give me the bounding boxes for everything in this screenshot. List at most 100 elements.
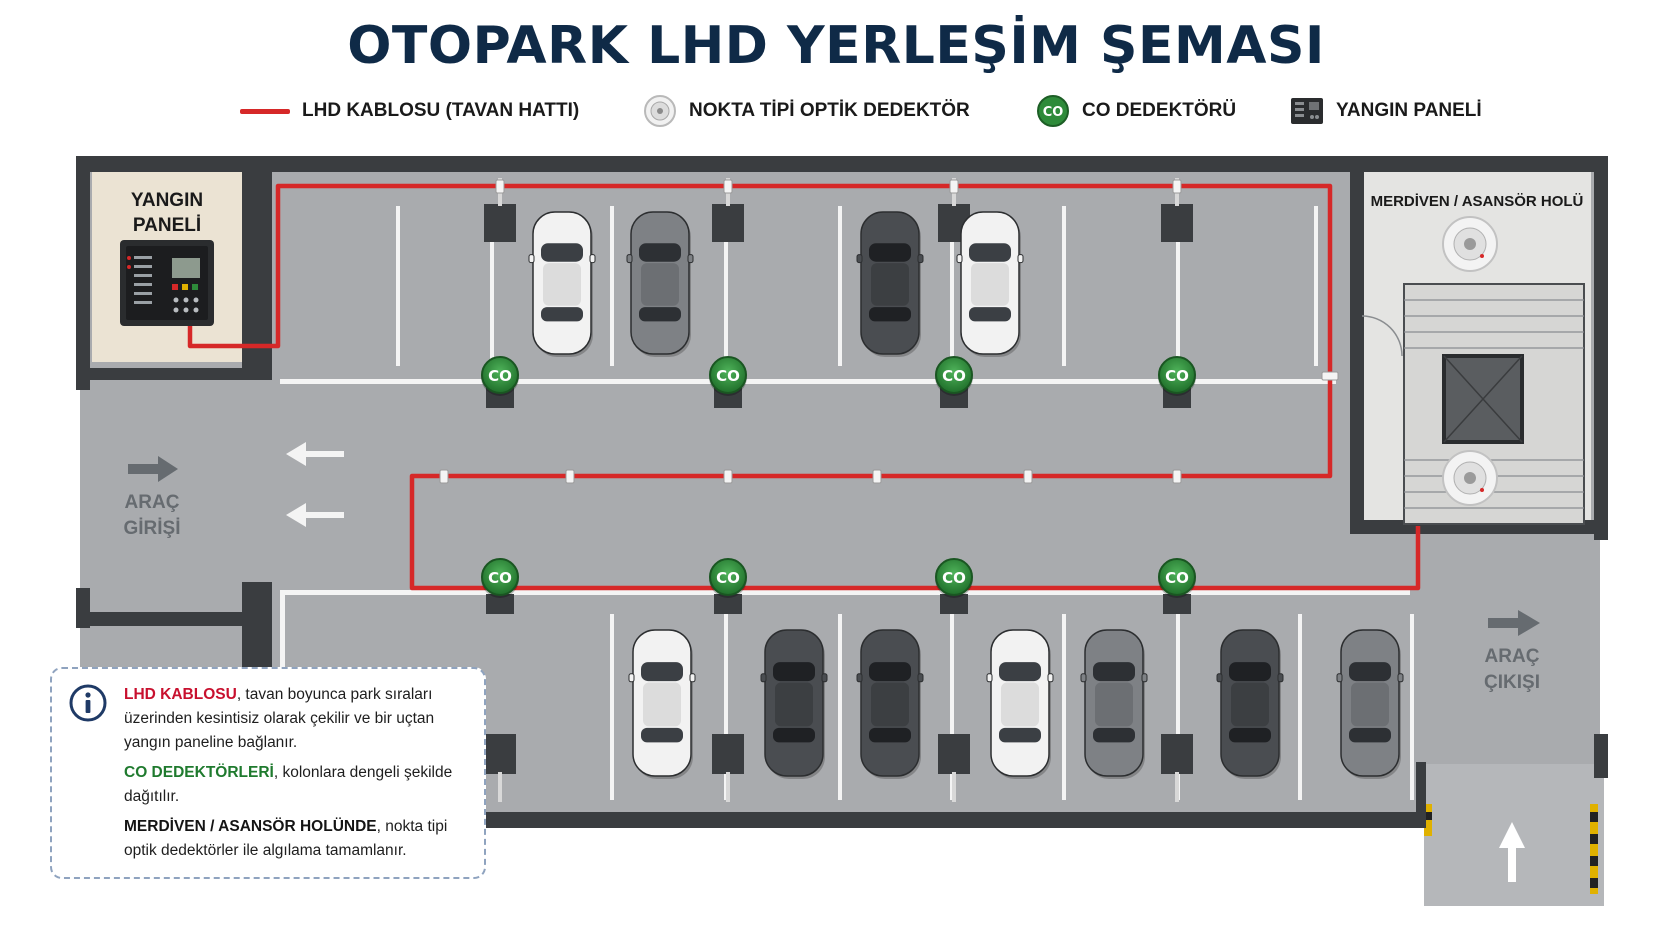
fire-alarm-panel: [120, 240, 214, 326]
parked-car: [856, 211, 924, 357]
co-badge-text: CO: [716, 367, 740, 385]
column: [1163, 594, 1191, 614]
bay-line: [1298, 614, 1302, 800]
info-highlight-stair: MERDİVEN / ASANSÖR HOLÜNDE: [124, 818, 377, 835]
info-icon: [69, 684, 107, 722]
page-title: OTOPARK LHD YERLEŞİM ŞEMASI: [347, 16, 1325, 76]
smoke-detector-icon: [1442, 216, 1498, 272]
parked-car: [1216, 629, 1284, 779]
legend-fire-panel: YANGIN PANELİ: [1290, 94, 1482, 128]
bay-line: [838, 614, 842, 800]
co-badge-text: CO: [942, 569, 966, 587]
legend-smoke-detector: NOKTA TİPİ OPTİK DEDEKTÖR: [643, 94, 970, 128]
conduit: [1175, 772, 1179, 802]
bay-line: [1062, 614, 1066, 800]
column: [484, 204, 516, 242]
bay-line: [950, 614, 954, 800]
cable-clip: [1023, 469, 1033, 484]
fire-panel-label-line2: PANELİ: [132, 215, 202, 236]
entry-arrow-icon: [128, 456, 178, 482]
parked-cars: [528, 211, 1404, 779]
info-text-stair: , nokta tipi optik dedektörler ile algıl…: [124, 818, 448, 859]
bay-line: [1176, 206, 1180, 366]
walls: [76, 156, 1608, 828]
exit-label-line2: ÇIKIŞI: [1484, 672, 1540, 693]
info-paragraph-stair: MERDİVEN / ASANSÖR HOLÜNDE, nokta tipi o…: [124, 815, 474, 863]
bay-line: [610, 614, 614, 800]
smoke-detector-icon: [644, 95, 676, 127]
stair-hall-label: MERDİVEN / ASANSÖR HOLÜ: [1370, 193, 1584, 210]
info-paragraph-co: CO DEDEKTÖRLERİ, kolonlara dengeli şekil…: [124, 761, 474, 809]
exit-label: ARAÇ ÇIKIŞI: [1452, 644, 1572, 696]
cable-clip: [439, 469, 449, 484]
parked-car: [956, 211, 1024, 357]
parked-car: [986, 629, 1054, 779]
exit-label-line1: ARAÇ: [1484, 646, 1540, 667]
bay-line: [1314, 206, 1318, 366]
legend-lhd-cable: LHD KABLOSU (TAVAN HATTI): [240, 94, 579, 128]
legend-label: NOKTA TİPİ OPTİK DEDEKTÖR: [689, 100, 970, 121]
lhd-cable-line: [187, 183, 1421, 591]
cable-clip: [949, 179, 959, 194]
lane-arrow-icon: [286, 442, 344, 527]
smoke-detector-icon: [1442, 450, 1498, 506]
fire-panel-label-line1: YANGIN: [130, 190, 204, 211]
co-detector-icon: CO: [935, 356, 973, 396]
column: [938, 734, 970, 774]
column: [714, 594, 742, 614]
column: [484, 734, 516, 774]
info-text-lhd: , tavan boyunca park sıraları üzerinden …: [124, 686, 435, 751]
info-text-co: , kolonlara dengeli şekilde dağıtılır.: [124, 764, 453, 805]
co-badge-text: CO: [1043, 105, 1064, 120]
stair-door: [1361, 315, 1403, 357]
info-highlight-co: CO DEDEKTÖRLERİ: [124, 764, 274, 781]
bay-line: [1176, 614, 1180, 800]
parked-car: [1336, 629, 1404, 779]
cable-clip: [872, 469, 882, 484]
column: [940, 594, 968, 614]
co-detector-icon: CO: [709, 356, 747, 396]
elevator-shaft: [1442, 354, 1524, 444]
bay-line: [1062, 206, 1066, 366]
co-badge-text: CO: [716, 569, 740, 587]
info-box: LHD KABLOSU, tavan boyunca park sıraları…: [50, 667, 486, 879]
co-badge-text: CO: [1165, 367, 1189, 385]
cable-clip: [1172, 469, 1182, 484]
co-detectors: CO CO CO CO CO CO CO CO: [481, 356, 1196, 598]
cable-clip: [495, 179, 505, 194]
conduit: [726, 772, 730, 802]
cable-clip: [723, 179, 733, 194]
co-detector-icon: CO: [1158, 558, 1196, 598]
ramp-hazard-stripes: [1424, 804, 1598, 894]
entry-label: ARAÇ GİRİŞİ: [92, 490, 212, 542]
entry-label-line1: ARAÇ: [124, 492, 180, 513]
co-badge-text: CO: [488, 569, 512, 587]
cable-clip: [723, 469, 733, 484]
co-detector-icon: CO: [481, 558, 519, 598]
column: [1161, 204, 1193, 242]
co-detector-icon: CO: [1158, 356, 1196, 396]
fire-panel-icon: [1291, 98, 1323, 124]
bay-line: [724, 206, 728, 366]
co-detector-icon: CO: [709, 558, 747, 598]
co-badge-text: CO: [942, 367, 966, 385]
column: [712, 204, 744, 242]
legend-label: YANGIN PANELİ: [1336, 100, 1482, 121]
column: [1161, 734, 1193, 774]
co-detector-icon: CO: [481, 356, 519, 396]
parked-car: [628, 629, 696, 779]
lhd-cable-clips: [439, 179, 1339, 484]
parking-bay-lines: [396, 206, 1414, 800]
conduit: [498, 772, 502, 802]
parked-car: [856, 629, 924, 779]
red-line-swatch-icon: [240, 109, 290, 114]
column: [712, 734, 744, 774]
bay-line: [1410, 614, 1414, 800]
legend-label: LHD KABLOSU (TAVAN HATTI): [302, 100, 580, 121]
parked-car: [528, 211, 596, 357]
conduit: [952, 772, 956, 802]
parked-car: [760, 629, 828, 779]
co-detector-icon: CO: [1037, 95, 1069, 127]
columns: [484, 178, 1193, 802]
